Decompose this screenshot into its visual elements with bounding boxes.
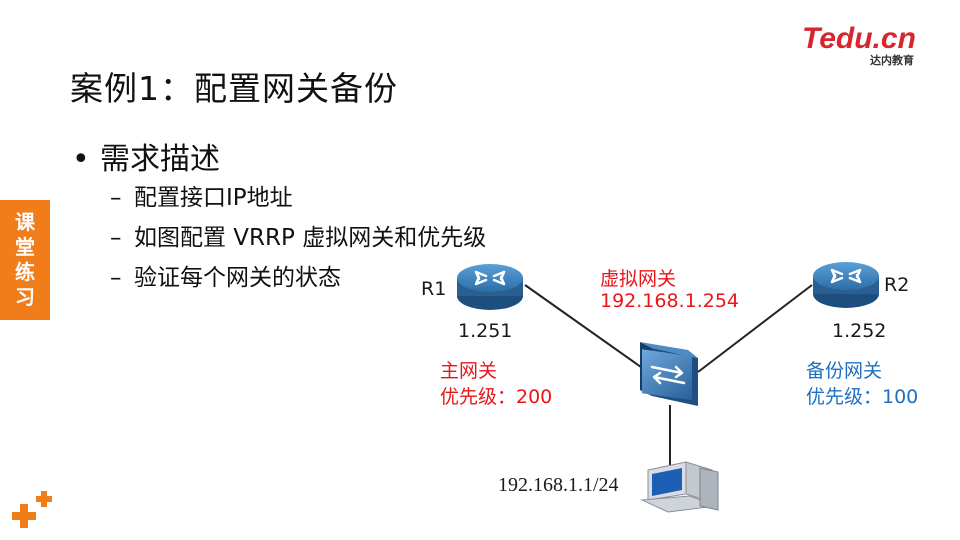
sub-item: –如图配置 VRRP 虚拟网关和优先级 bbox=[110, 218, 486, 252]
router-icon bbox=[457, 264, 523, 310]
plus-icon bbox=[12, 491, 52, 528]
tedu-logo: Tedu.cn 达内教育 bbox=[802, 22, 916, 67]
r1-name: R1 bbox=[421, 278, 447, 300]
master-gateway-priority: 优先级：200 bbox=[440, 386, 553, 408]
router-icon bbox=[813, 262, 879, 308]
bullet-main: • 需求描述 bbox=[72, 134, 220, 178]
backup-gateway-role: 备份网关 bbox=[806, 360, 883, 382]
link-r1-switch bbox=[524, 284, 649, 373]
dash: – bbox=[110, 265, 122, 291]
bullet-dot: • bbox=[72, 142, 90, 177]
switch-icon bbox=[640, 342, 698, 406]
logo-brand: Tedu.cn bbox=[802, 22, 916, 55]
pc-icon bbox=[640, 461, 719, 513]
sub-item-label: 验证每个网关的状态 bbox=[134, 265, 341, 291]
page-title: 案例1：配置网关备份 bbox=[70, 69, 398, 108]
side-tab-char: 课 bbox=[15, 210, 35, 234]
r1-ip: 1.251 bbox=[458, 320, 513, 342]
side-tab-char: 习 bbox=[15, 285, 35, 309]
pc-ip: 192.168.1.1/24 bbox=[498, 474, 619, 496]
sub-item: –配置接口IP地址 bbox=[110, 178, 293, 212]
link-r2-switch bbox=[697, 284, 813, 373]
sub-item: –验证每个网关的状态 bbox=[110, 258, 341, 292]
sub-item-label: 如图配置 VRRP 虚拟网关和优先级 bbox=[134, 225, 487, 251]
dash: – bbox=[110, 225, 122, 251]
side-tab: 课 堂 练 习 bbox=[0, 200, 50, 320]
virtual-gateway-ip: 192.168.1.254 bbox=[600, 290, 740, 312]
r2-ip: 1.252 bbox=[832, 320, 887, 342]
backup-gateway-priority: 优先级：100 bbox=[806, 386, 919, 408]
side-tab-char: 堂 bbox=[15, 235, 35, 259]
r2-name: R2 bbox=[884, 274, 910, 296]
side-tab-char: 练 bbox=[15, 260, 35, 284]
sub-item-label: 配置接口IP地址 bbox=[134, 185, 293, 211]
virtual-gateway-title: 虚拟网关 bbox=[600, 268, 677, 290]
bullet-label: 需求描述 bbox=[100, 142, 220, 177]
logo-subtitle: 达内教育 bbox=[870, 53, 914, 67]
dash: – bbox=[110, 185, 122, 211]
master-gateway-role: 主网关 bbox=[440, 360, 498, 382]
